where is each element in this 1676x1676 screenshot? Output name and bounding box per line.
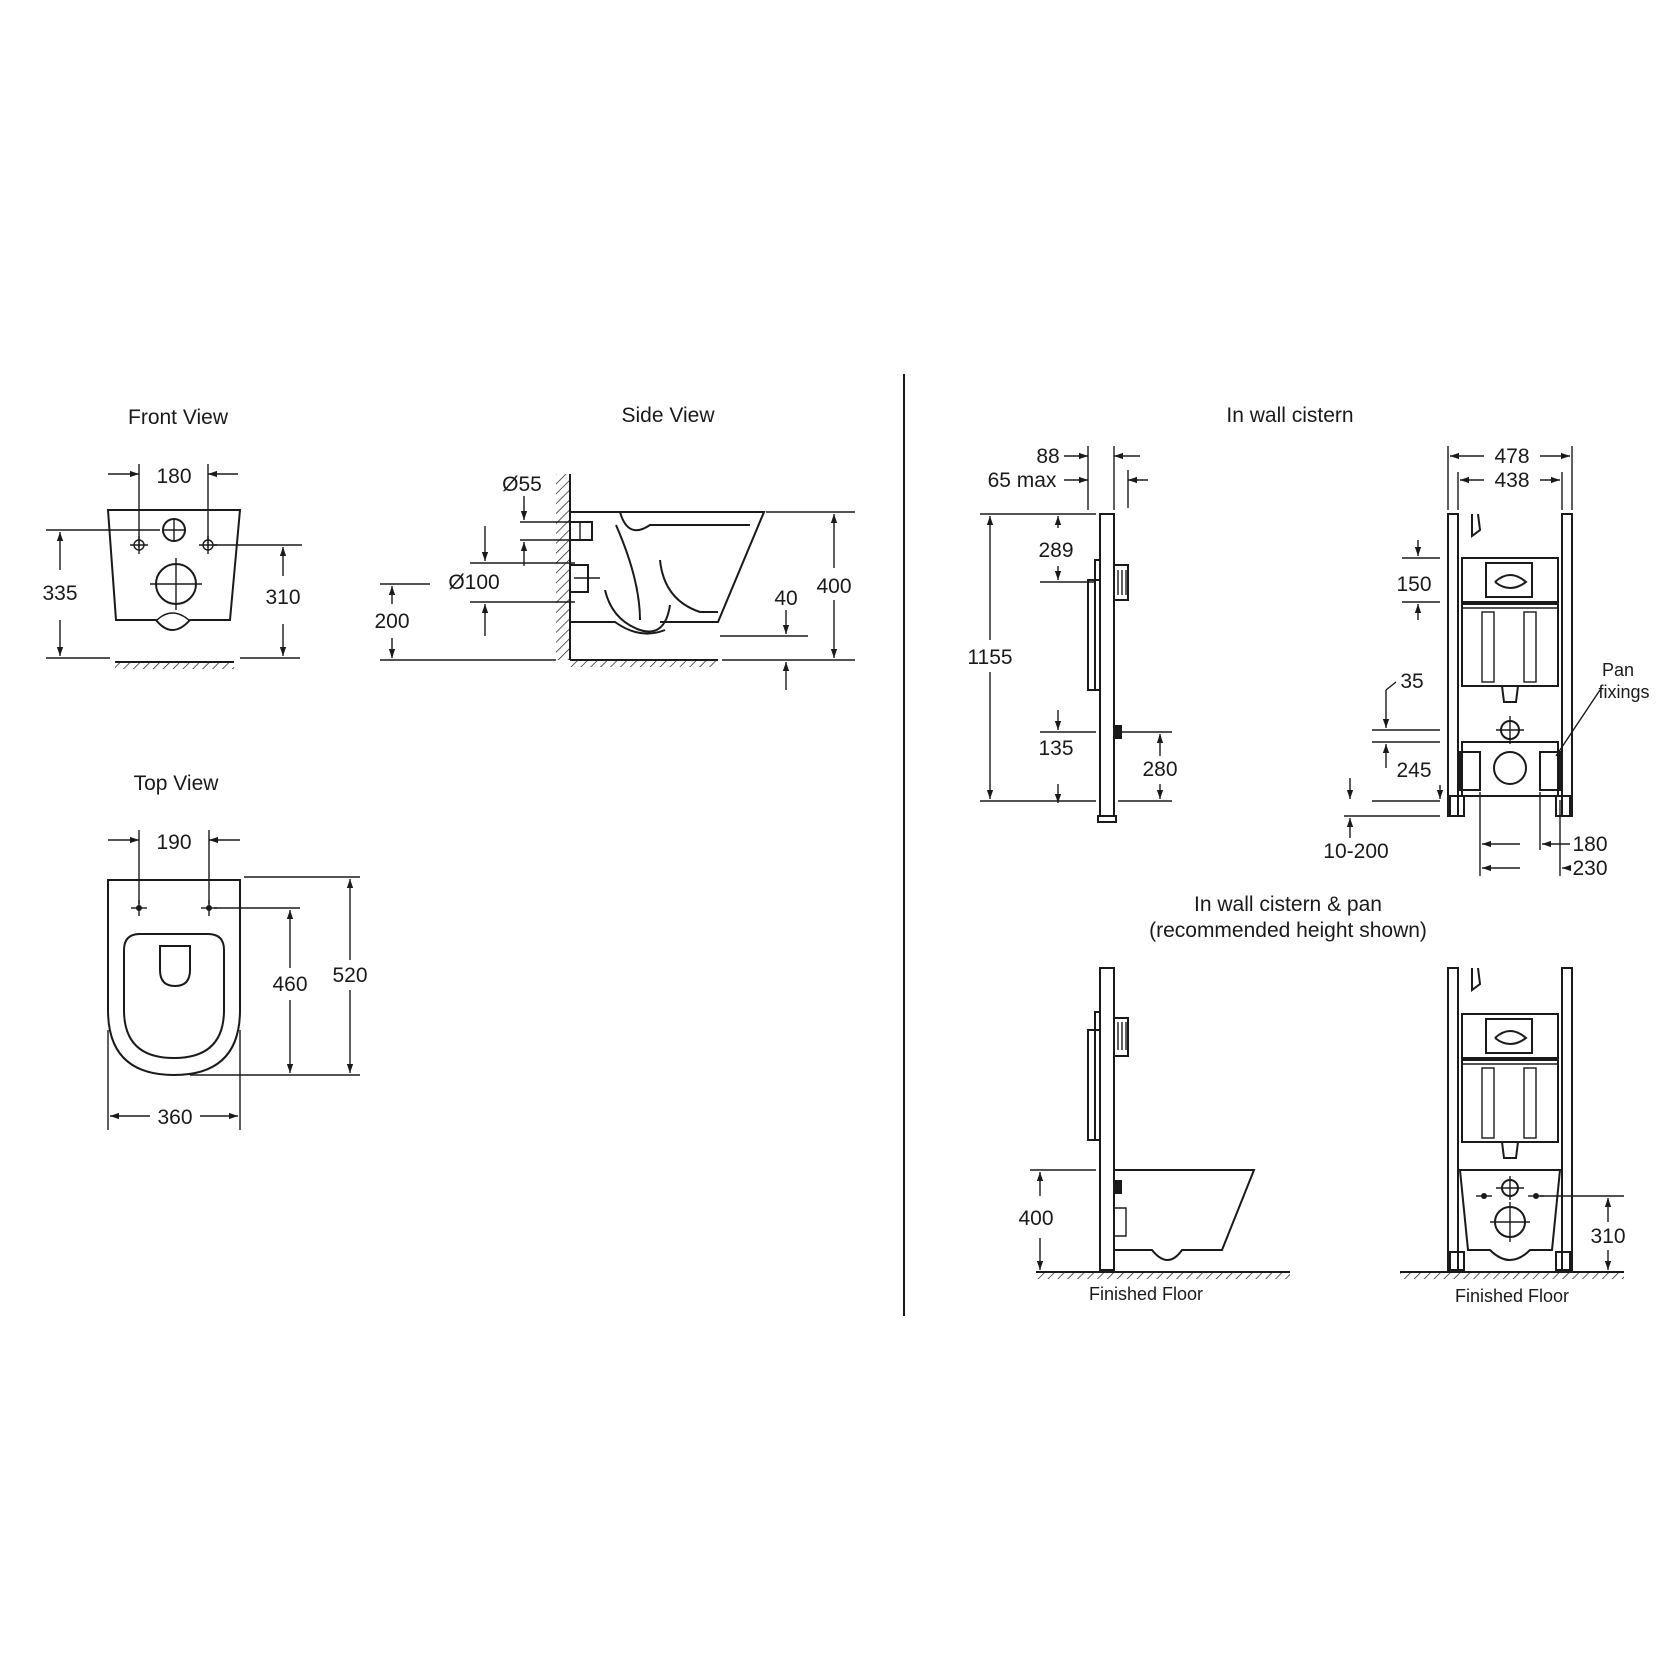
cistern-dim-35: 35 [1400,670,1423,693]
assembly-side-drawing [1036,967,1290,1279]
front-dim-180: 180 [156,465,191,488]
top-pan-outline [107,879,241,1077]
side-dim-o55: Ø55 [502,473,542,496]
top-view-title: Top View [134,772,220,795]
front-view: Front View 180 335 310 [42,406,302,669]
cistern-dim-478: 478 [1494,445,1529,468]
cistern-dim-280: 280 [1142,758,1177,781]
cistern-dim-245: 245 [1396,759,1431,782]
assembly-section: In wall cistern & pan (recommended heigh… [1018,893,1625,1306]
cistern-dim-289: 289 [1038,539,1073,562]
pan-fixings-line2: fixings [1598,682,1649,702]
cistern-side-frame [1087,513,1129,823]
side-wall-hatch [556,474,570,660]
side-pan-outline [570,511,766,635]
top-dim-460: 460 [272,973,307,996]
assembly-front-drawing [1400,967,1624,1279]
pan-fixings-line1: Pan [1602,660,1634,680]
side-view-title: Side View [621,404,715,427]
cistern-front-frame [1447,513,1573,817]
side-dim-o100: Ø100 [448,571,499,594]
cistern-dim-180: 180 [1572,833,1607,856]
side-dim-200: 200 [374,610,409,633]
cistern-dim-230: 230 [1572,857,1607,880]
cistern-section: In wall cistern 88 65 max 1155 [967,404,1649,880]
top-dim-190: 190 [156,831,191,854]
assembly-floor-label-front: Finished Floor [1455,1286,1569,1306]
assembly-dim-400: 400 [1018,1207,1053,1230]
side-view: Side View Ø55 Ø100 [374,404,855,690]
assembly-floor-label-side: Finished Floor [1089,1284,1203,1304]
side-dim-400: 400 [816,575,851,598]
side-dim-40: 40 [774,587,797,610]
top-dim-360: 360 [157,1106,192,1129]
top-view: Top View 190 460 520 360 [107,772,368,1130]
cistern-dim-150: 150 [1396,573,1431,596]
front-dim-335: 335 [42,582,77,605]
cistern-title: In wall cistern [1226,404,1353,427]
front-dim-310: 310 [265,586,300,609]
front-view-title: Front View [128,406,229,429]
cistern-dim-10-200: 10-200 [1323,840,1388,863]
cistern-dim-88: 88 [1036,445,1059,468]
cistern-dim-65max: 65 max [988,469,1057,492]
cistern-dim-1155: 1155 [967,646,1012,669]
top-dim-520: 520 [332,964,367,987]
assembly-title-line2: (recommended height shown) [1149,919,1427,942]
assembly-dim-310: 310 [1590,1225,1625,1248]
cistern-dim-438: 438 [1494,469,1529,492]
assembly-title-line1: In wall cistern & pan [1194,893,1382,916]
cistern-dim-135: 135 [1038,737,1073,760]
